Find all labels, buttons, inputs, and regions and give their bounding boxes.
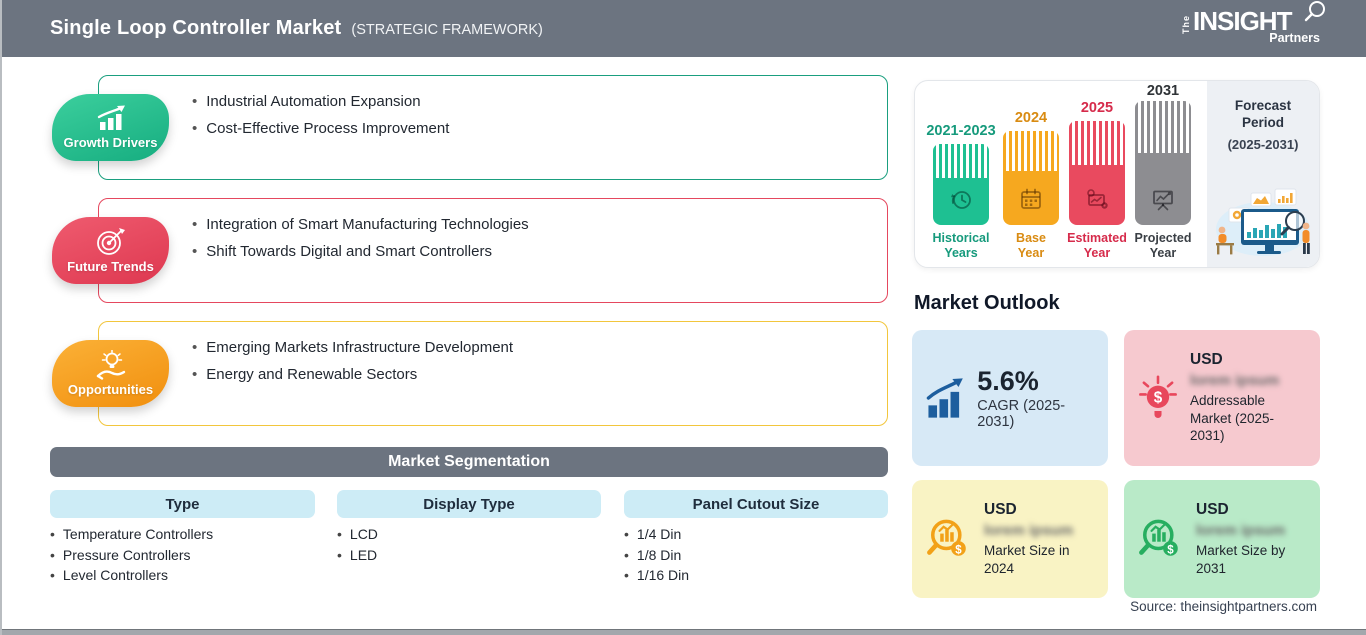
svg-text:$: $ (1167, 544, 1174, 556)
card-label: Market Size by 2031 (1196, 543, 1286, 576)
analytics-illustration (1216, 188, 1310, 256)
market-size-2024-card: $ USD lorem ipsum Market Size in 2024 (912, 480, 1108, 598)
caption-estimated-year: Estimated Year (1067, 231, 1127, 260)
history-clock-icon (951, 191, 971, 209)
magnifier-chart-green-icon: $ (1139, 519, 1178, 556)
currency-label: USD (1190, 351, 1223, 369)
segmentation-title: Market Segmentation (388, 453, 550, 470)
target-dart-icon (96, 228, 125, 255)
bullet-item: Industrial Automation Expansion (192, 93, 449, 110)
magnifier-chart-orange-icon: $ (927, 519, 966, 556)
card-label: Market Size in 2024 (984, 543, 1070, 576)
estimated-year-bar (1069, 121, 1125, 225)
market-size-2031-card: $ USD lorem ipsum Market Size by 2031 (1124, 480, 1320, 598)
redacted-value: lorem ipsum (1190, 372, 1280, 390)
year-label-estimated: 2025 (1080, 100, 1114, 116)
research-timeline-card: 2021-2023 2024 2025 2031 (914, 80, 1320, 268)
caption-base-year: Base Year (1016, 231, 1046, 260)
forecast-period-panel: Forecast Period (2025-2031) (1207, 81, 1319, 267)
segmentation-header-type: Type (50, 490, 315, 518)
bullet-item: Integration of Smart Manufacturing Techn… (192, 216, 528, 233)
opportunities-bullets: Emerging Markets Infrastructure Developm… (192, 339, 513, 393)
list-item: 1/4 Din (624, 524, 689, 545)
year-label-historical: 2021-2023 (926, 123, 996, 139)
cagr-label: CAGR (2025-2031) (977, 398, 1066, 430)
pill-label: Opportunities (67, 382, 154, 397)
segmentation-header-panel-cutout: Panel Cutout Size (624, 490, 888, 518)
bullet-item: Emerging Markets Infrastructure Developm… (192, 339, 513, 356)
redacted-value: lorem ipsum (984, 522, 1074, 539)
list-item: LCD (337, 524, 378, 545)
bar-chart-growth-icon (97, 105, 125, 130)
page-title: Single Loop Controller Market (50, 17, 342, 39)
source-attribution: Source: theinsightpartners.com (1130, 599, 1317, 614)
logo-the-text: The (1181, 14, 1191, 34)
forecast-period-title: Forecast Period (1234, 98, 1292, 130)
growth-drivers-bullets: Industrial Automation Expansion Cost-Eff… (192, 93, 449, 147)
future-trends-pill: Future Trends (52, 217, 169, 284)
svg-text:$: $ (1154, 390, 1163, 407)
logo-partners-text: Partners (1269, 31, 1320, 45)
list-item: Temperature Controllers (50, 524, 213, 545)
currency-label: USD (1196, 501, 1229, 518)
header-bar: Single Loop Controller Market (STRATEGIC… (2, 0, 1366, 57)
market-segmentation-bar: Market Segmentation (50, 447, 888, 477)
title-wrap: Single Loop Controller Market (STRATEGIC… (50, 17, 543, 40)
redacted-value: lorem ipsum (1196, 522, 1286, 539)
pill-label: Growth Drivers (63, 135, 158, 150)
insight-partners-logo: The INSIGHT Partners (1181, 1, 1325, 45)
forecast-period-range: (2025-2031) (1227, 137, 1299, 152)
bottom-divider (2, 629, 1366, 635)
logo-insight-text: INSIGHT (1193, 6, 1292, 36)
presentation-chart-icon (1153, 190, 1173, 211)
magnifier-icon (1304, 1, 1325, 22)
base-year-bar (1003, 131, 1059, 225)
segmentation-list-panel-cutout: 1/4 Din 1/8 Din 1/16 Din (624, 524, 689, 586)
list-item: LED (337, 545, 378, 566)
future-trends-bullets: Integration of Smart Manufacturing Techn… (192, 216, 529, 270)
segmentation-list-type: Temperature Controllers Pressure Control… (50, 524, 213, 586)
currency-label: USD (984, 501, 1017, 518)
caption-projected-year: Projected Year (1134, 231, 1192, 260)
market-outlook-title: Market Outlook (914, 292, 1060, 314)
addressable-market-card: $ USD lorem ipsum Addressable Market (20… (1124, 330, 1320, 466)
year-label-projected: 2031 (1146, 83, 1180, 99)
calendar-icon (1021, 188, 1041, 209)
hand-bulb-icon (96, 350, 125, 380)
list-item: Pressure Controllers (50, 545, 213, 566)
historical-years-bar (933, 144, 989, 225)
pill-label: Future Trends (67, 259, 154, 274)
growth-bars-arrow-icon (926, 378, 963, 418)
opportunities-pill: Opportunities (52, 340, 169, 407)
list-item: 1/8 Din (624, 545, 689, 566)
segmentation-header-display-type: Display Type (337, 490, 601, 518)
list-item: 1/16 Din (624, 565, 689, 586)
bullet-item: Energy and Renewable Sectors (192, 366, 513, 383)
caption-historical-years: Historical Years (932, 231, 990, 260)
projected-year-bar (1135, 101, 1191, 225)
cagr-value: 5.6% (977, 366, 1039, 396)
card-label: Addressable Market (2025-2031) (1190, 393, 1275, 444)
growth-drivers-pill: Growth Drivers (52, 94, 169, 161)
bullet-item: Cost-Effective Process Improvement (192, 120, 449, 137)
list-item: Level Controllers (50, 565, 213, 586)
cagr-card: 5.6% CAGR (2025-2031) (912, 330, 1108, 466)
bulb-dollar-icon: $ (1139, 375, 1177, 418)
svg-text:$: $ (955, 544, 962, 556)
bullet-item: Shift Towards Digital and Smart Controll… (192, 243, 529, 260)
segmentation-list-display-type: LCD LED (337, 524, 378, 565)
year-label-base: 2024 (1014, 110, 1048, 126)
page-subtitle: (STRATEGIC FRAMEWORK) (351, 22, 543, 38)
gear-chart-icon (1087, 189, 1108, 209)
